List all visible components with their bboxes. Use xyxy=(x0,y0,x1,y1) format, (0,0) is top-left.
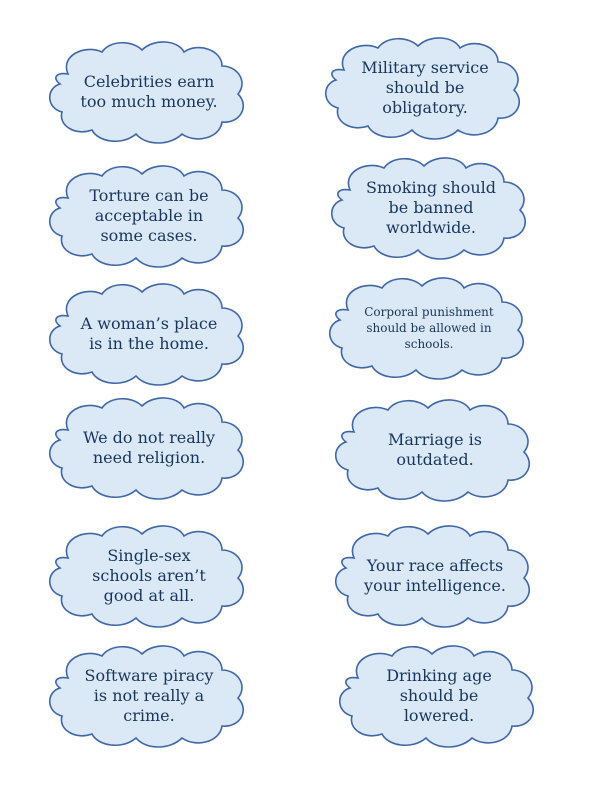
statement-text: Corporal punishment should be allowed in… xyxy=(364,305,494,351)
statement-text: Single-sex schools aren’t good at all. xyxy=(92,546,206,605)
statement-text: Military service should be obligatory. xyxy=(361,58,489,117)
statement-card: Celebrities earn too much money. xyxy=(34,36,264,148)
statement-text: Marriage is outdated. xyxy=(388,430,482,469)
statement-text: We do not really need religion. xyxy=(82,428,216,467)
statement-card: Drinking age should be lowered. xyxy=(324,640,554,752)
statement-card: Single-sex schools aren’t good at all. xyxy=(34,520,264,632)
cloud-shape-icon xyxy=(48,165,244,268)
statement-card: Corporal punishment should be allowed in… xyxy=(314,272,544,384)
statement-text: Torture can be acceptable in some cases. xyxy=(89,186,209,245)
cloud-shape-icon xyxy=(338,645,534,748)
statement-text: A woman’s place is in the home. xyxy=(80,314,218,353)
cloud-shape-icon xyxy=(334,525,530,628)
statement-card: Software piracy is not really a crime. xyxy=(34,640,264,752)
statement-text: Drinking age should be lowered. xyxy=(386,666,492,725)
statement-text: Your race affects your intelligence. xyxy=(364,556,506,595)
cloud-shape-icon xyxy=(48,645,244,748)
statement-card: Your race affects your intelligence. xyxy=(320,520,550,632)
cloud-shape-icon xyxy=(324,37,520,140)
cloud-shape-icon xyxy=(334,399,530,502)
cloud-shape-icon xyxy=(48,283,244,386)
statement-text: Software piracy is not really a crime. xyxy=(84,666,214,725)
statement-card: Smoking should be banned worldwide. xyxy=(316,152,546,264)
cloud-shape-icon xyxy=(48,525,244,628)
cloud-shape-icon xyxy=(48,41,244,144)
cloud-shape-icon xyxy=(48,397,244,500)
cloud-shape-icon xyxy=(330,157,526,260)
statement-card: We do not really need religion. xyxy=(34,392,264,504)
statement-card: Military service should be obligatory. xyxy=(310,32,540,144)
statement-text: Celebrities earn too much money. xyxy=(80,72,218,111)
statement-card: Torture can be acceptable in some cases. xyxy=(34,160,264,272)
cloud-shape-icon xyxy=(328,277,524,380)
statement-card: A woman’s place is in the home. xyxy=(34,278,264,390)
statement-text: Smoking should be banned worldwide. xyxy=(365,178,497,237)
statement-card: Marriage is outdated. xyxy=(320,394,550,506)
